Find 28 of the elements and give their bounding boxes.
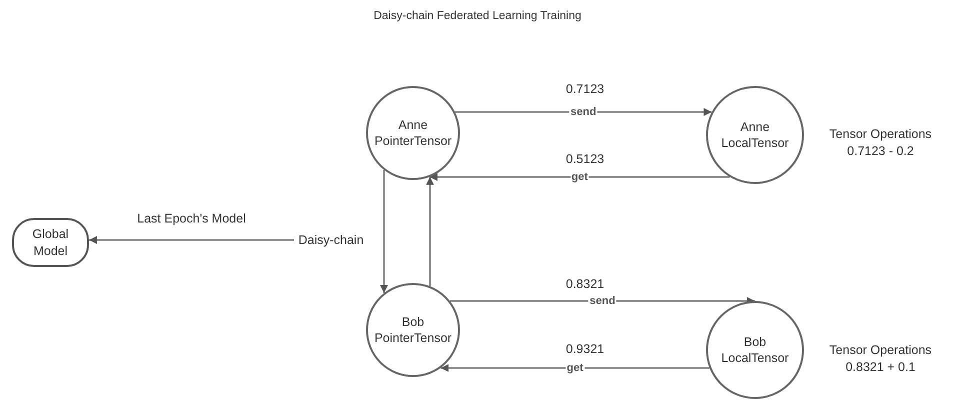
edge-label: get xyxy=(570,171,589,183)
annotation-text: 0.7123 - 0.2 xyxy=(846,142,915,160)
node-label: Anne PointerTensor xyxy=(373,116,453,150)
node-label: Global Model xyxy=(31,226,70,259)
arrow xyxy=(380,170,388,294)
node-label: Bob LocalTensor xyxy=(720,334,790,366)
node-text: Daisy-chain xyxy=(294,232,368,249)
value-label: 0.5123 xyxy=(564,152,606,166)
arrow xyxy=(89,236,294,244)
edge-label: send xyxy=(588,295,616,307)
arrow xyxy=(455,108,712,116)
value-label: 0.8321 xyxy=(564,277,606,291)
value-label: 0.7123 xyxy=(564,82,606,96)
diagram-title: Daisy-chain Federated Learning Training xyxy=(372,10,582,22)
edge-label: Last Epoch's Model xyxy=(136,212,247,226)
arrow xyxy=(450,297,755,305)
annotation-text: Tensor Operations xyxy=(828,126,933,143)
edge-label: get xyxy=(566,362,584,374)
node-label: Bob PointerTensor xyxy=(373,314,453,346)
value-label: 0.9321 xyxy=(564,342,606,356)
arrow xyxy=(440,364,710,372)
annotation-text: Tensor Operations xyxy=(828,342,933,359)
arrow xyxy=(426,176,434,286)
rounded-box xyxy=(12,218,89,267)
annotation-text: 0.8321 + 0.1 xyxy=(844,358,916,376)
arrow xyxy=(430,173,730,181)
edge-label: send xyxy=(570,106,598,118)
node-label: Anne LocalTensor xyxy=(720,118,790,152)
